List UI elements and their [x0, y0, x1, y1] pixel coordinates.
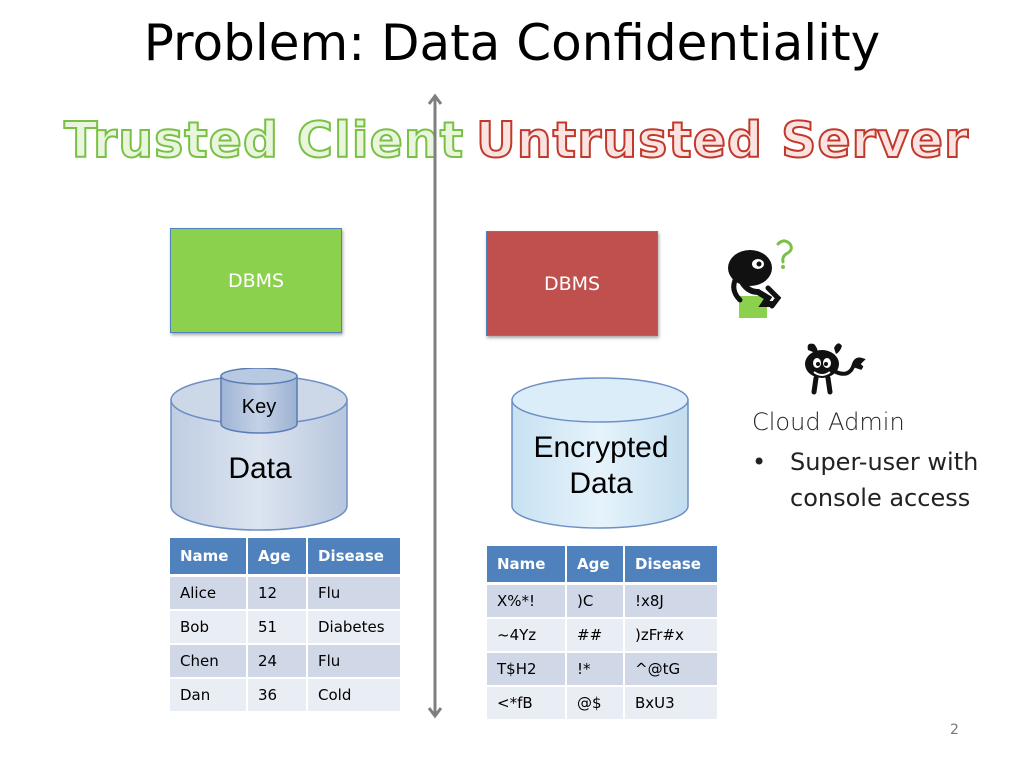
- admin-bullet-text: Super-user with console access: [790, 448, 979, 512]
- bullet-icon: •: [752, 448, 767, 476]
- table-row: X%*! )C !x8J: [487, 583, 719, 619]
- table-cell: ##: [566, 618, 625, 653]
- table-cell: 51: [247, 610, 308, 645]
- table-cell: Cold: [307, 678, 402, 713]
- table-cell: )zFr#x: [624, 618, 719, 653]
- table-row: T$H2 !* ^@tG: [487, 652, 719, 687]
- column-header: Name: [487, 546, 567, 585]
- table-cell: T$H2: [487, 652, 567, 687]
- client-data-label: Data: [228, 452, 292, 485]
- table-cell: 24: [247, 644, 308, 679]
- key-label: Key: [241, 396, 277, 418]
- table-cell: Flu: [307, 644, 402, 679]
- server-dbms-label: DBMS: [543, 272, 601, 295]
- table-cell: ~4Yz: [487, 618, 567, 653]
- table-cell: X%*!: [487, 583, 567, 619]
- server-encrypted-data-cylinder: [511, 377, 689, 529]
- table-header-row: Name Age Disease: [170, 538, 402, 577]
- table-cell: <*fB: [487, 686, 567, 721]
- table-row: ~4Yz ## )zFr#x: [487, 618, 719, 653]
- table-row: Chen 24 Flu: [170, 644, 402, 679]
- column-header: Age: [566, 546, 625, 585]
- table-cell: !*: [566, 652, 625, 687]
- client-plaintext-table: Name Age Disease Alice 12 Flu Bob 51 Dia…: [170, 538, 402, 713]
- table-cell: 12: [247, 575, 308, 611]
- thinking-figure-icon: [728, 239, 793, 318]
- table-cell: BxU3: [624, 686, 719, 721]
- divider-arrow: [428, 93, 442, 719]
- table-cell: )C: [566, 583, 625, 619]
- page-number: 2: [950, 722, 959, 738]
- table-row: Dan 36 Cold: [170, 678, 402, 713]
- untrusted-server-heading: Untrusted Server: [475, 111, 970, 170]
- column-header: Age: [247, 538, 308, 577]
- table-header-row: Name Age Disease: [487, 546, 719, 585]
- table-cell: Alice: [170, 575, 248, 611]
- table-cell: ^@tG: [624, 652, 719, 687]
- column-header: Disease: [307, 538, 402, 577]
- client-dbms-box: DBMS: [170, 228, 342, 333]
- column-header: Name: [170, 538, 248, 577]
- client-data-cylinder: [170, 368, 348, 531]
- table-cell: Chen: [170, 644, 248, 679]
- table-cell: 36: [247, 678, 308, 713]
- table-cell: Flu: [307, 575, 402, 611]
- table-cell: Diabetes: [307, 610, 402, 645]
- column-header: Disease: [624, 546, 719, 585]
- devil-icon: [805, 343, 866, 395]
- server-dbms-box: DBMS: [486, 231, 658, 336]
- client-dbms-label: DBMS: [227, 269, 285, 292]
- slide-title: Problem: Data Confidentiality: [143, 14, 881, 72]
- table-row: Bob 51 Diabetes: [170, 610, 402, 645]
- table-cell: Dan: [170, 678, 248, 713]
- table-cell: !x8J: [624, 583, 719, 619]
- cloud-admin-label: Cloud Admin: [752, 408, 905, 436]
- table-cell: Bob: [170, 610, 248, 645]
- server-encrypted-table: Name Age Disease X%*! )C !x8J ~4Yz ## )z…: [487, 546, 719, 721]
- trusted-client-heading: Trusted Client: [63, 111, 465, 170]
- table-row: Alice 12 Flu: [170, 575, 402, 611]
- table-cell: @$: [566, 686, 625, 721]
- table-row: <*fB @$ BxU3: [487, 686, 719, 721]
